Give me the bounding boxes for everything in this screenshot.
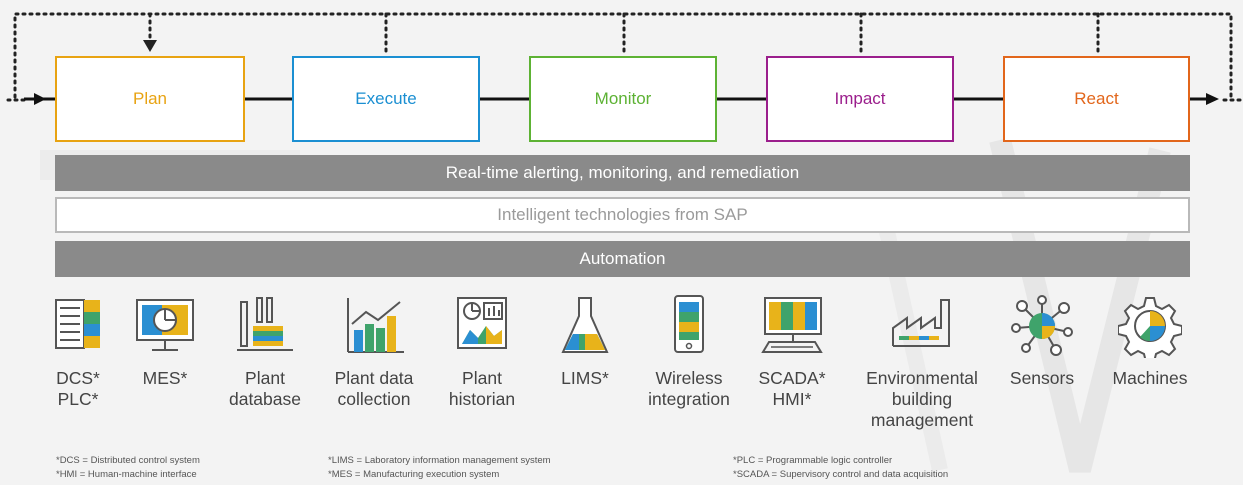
scada-computer-icon	[761, 297, 823, 353]
footnote: *DCS = Distributed control system	[56, 455, 200, 466]
system-label-line: PLC*	[57, 389, 99, 409]
stage-label: Monitor	[594, 89, 652, 108]
intelligent-technologies-label: Intelligent technologies from SAP	[497, 205, 748, 224]
stage-impact: Impact	[766, 56, 954, 142]
arrow-down-icon	[143, 40, 157, 52]
footnote: *PLC = Programmable logic controller	[733, 455, 893, 466]
wireless-phone-icon	[674, 295, 704, 353]
footnote: *MES = Manufacturing execution system	[328, 469, 500, 480]
lims-flask-icon	[561, 297, 609, 353]
stage-react: React	[1003, 56, 1190, 142]
system-label-line: building	[891, 389, 953, 409]
system-label-line: management	[870, 410, 974, 430]
system-sensors: Sensors	[1002, 294, 1082, 389]
system-label-line: LIMS*	[561, 368, 609, 388]
alerting-bar-label: Real-time alerting, monitoring, and reme…	[445, 163, 800, 182]
machine-gear-icon	[1118, 297, 1182, 358]
system-label-line: Plant	[462, 368, 502, 388]
stage-plan: Plan	[55, 56, 245, 142]
stage-label: Impact	[834, 89, 886, 108]
system-label-line: integration	[648, 389, 730, 409]
system-label-line: DCS*	[56, 368, 100, 388]
system-mes: MES*	[132, 294, 198, 389]
alerting-bar: Real-time alerting, monitoring, and reme…	[55, 155, 1190, 191]
stage-execute: Execute	[292, 56, 480, 142]
system-label-line: HMI*	[772, 389, 812, 409]
sensors-network-icon	[1011, 295, 1073, 356]
footnotes-col-2: *LIMS = Laboratory information managemen…	[328, 454, 551, 482]
system-label-line: Plant data	[334, 368, 414, 388]
system-plant-data-collection: Plant data collection	[326, 294, 422, 410]
system-label-line: database	[228, 389, 301, 409]
system-label-line: SCADA*	[758, 368, 826, 388]
footnote: *HMI = Human-machine interface	[56, 469, 197, 480]
arrow-right-icon	[1206, 93, 1219, 105]
system-label-line: historian	[448, 389, 516, 409]
system-label-line: Sensors	[1009, 368, 1075, 388]
system-label-line: Machines	[1112, 368, 1188, 388]
system-label-line: collection	[337, 389, 411, 409]
intelligent-technologies-bar: Intelligent technologies from SAP	[55, 197, 1190, 233]
system-lims: LIMS*	[552, 294, 618, 389]
feedback-loop-line	[13, 12, 1233, 99]
system-wireless: Wireless integration	[643, 294, 735, 410]
system-plant-database: Plant database	[228, 294, 302, 410]
plant-historian-icon	[457, 297, 507, 349]
stage-label: React	[1074, 89, 1119, 108]
footnote: *SCADA = Supervisory control and data ac…	[733, 469, 949, 480]
mes-monitor-icon	[136, 299, 194, 351]
stage-label: Execute	[355, 89, 417, 108]
system-scada-hmi: SCADA* HMI*	[752, 294, 832, 410]
system-machines: Machines	[1100, 294, 1200, 389]
system-dcs-plc: DCS* PLC*	[48, 294, 108, 410]
footnote: *LIMS = Laboratory information managemen…	[328, 455, 551, 466]
system-label-line: Environmental	[866, 368, 978, 388]
automation-bar-label: Automation	[579, 249, 666, 268]
footnotes-col-3: *PLC = Programmable logic controller *SC…	[733, 454, 948, 482]
footnotes-col-1: *DCS = Distributed control system *HMI =…	[56, 454, 200, 482]
system-environmental-building-management: Environmental building management	[852, 294, 992, 431]
factory-icon	[892, 299, 950, 347]
stage-label: Plan	[132, 89, 168, 108]
stage-monitor: Monitor	[529, 56, 717, 142]
arrow-right-icon	[34, 93, 46, 105]
automation-bar: Automation	[55, 241, 1190, 277]
system-label-line: MES*	[142, 368, 188, 388]
dcs-plc-icon	[55, 299, 100, 349]
system-label-line: Wireless	[655, 368, 723, 388]
system-label-line: Plant	[245, 368, 285, 388]
plant-database-icon	[237, 297, 293, 351]
plant-data-collection-icon	[347, 298, 404, 353]
system-plant-historian: Plant historian	[444, 294, 520, 410]
